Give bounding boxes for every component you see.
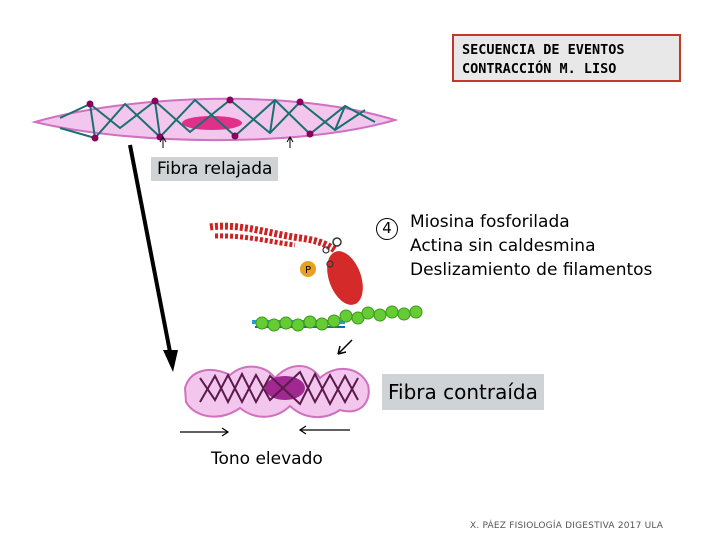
myosin-molecule: P: [209, 222, 363, 305]
contracted-nucleus: [265, 376, 305, 400]
title-line-1: SECUENCIA DE EVENTOS: [462, 42, 625, 58]
step-line-3: Deslizamiento de filamentos: [410, 260, 653, 280]
fibra-contraida-label: Fibra contraída: [382, 374, 544, 410]
step-line-1: Miosina fosforilada: [410, 212, 570, 232]
phosphate-marker: [300, 261, 316, 277]
relaxed-fiber: [31, 96, 399, 148]
actin-filament: [252, 305, 423, 332]
relaxed-nucleus: [182, 116, 242, 130]
footer-credit: X. PÁEZ FISIOLOGÍA DIGESTIVA 2017 ULA: [470, 521, 664, 531]
step-description: Miosina fosforilada Actina sin caldesmin…: [410, 210, 652, 282]
step-line-2: Actina sin caldesmina: [410, 236, 596, 256]
contracted-fiber: [183, 365, 370, 418]
fibra-relajada-label: Fibra relajada: [151, 157, 279, 181]
small-arrow-icon: [337, 339, 353, 355]
transition-arrow: [128, 144, 178, 372]
title-box: SECUENCIA DE EVENTOS CONTRACCIÓN M. LISO: [452, 34, 681, 82]
tone-arrows: [180, 425, 350, 437]
phosphate-label: P: [305, 265, 311, 276]
step-number-badge: 4: [376, 218, 398, 240]
title-line-2: CONTRACCIÓN M. LISO: [462, 61, 617, 77]
tono-elevado-label: Tono elevado: [211, 449, 323, 469]
relaxed-network: [59, 98, 376, 140]
